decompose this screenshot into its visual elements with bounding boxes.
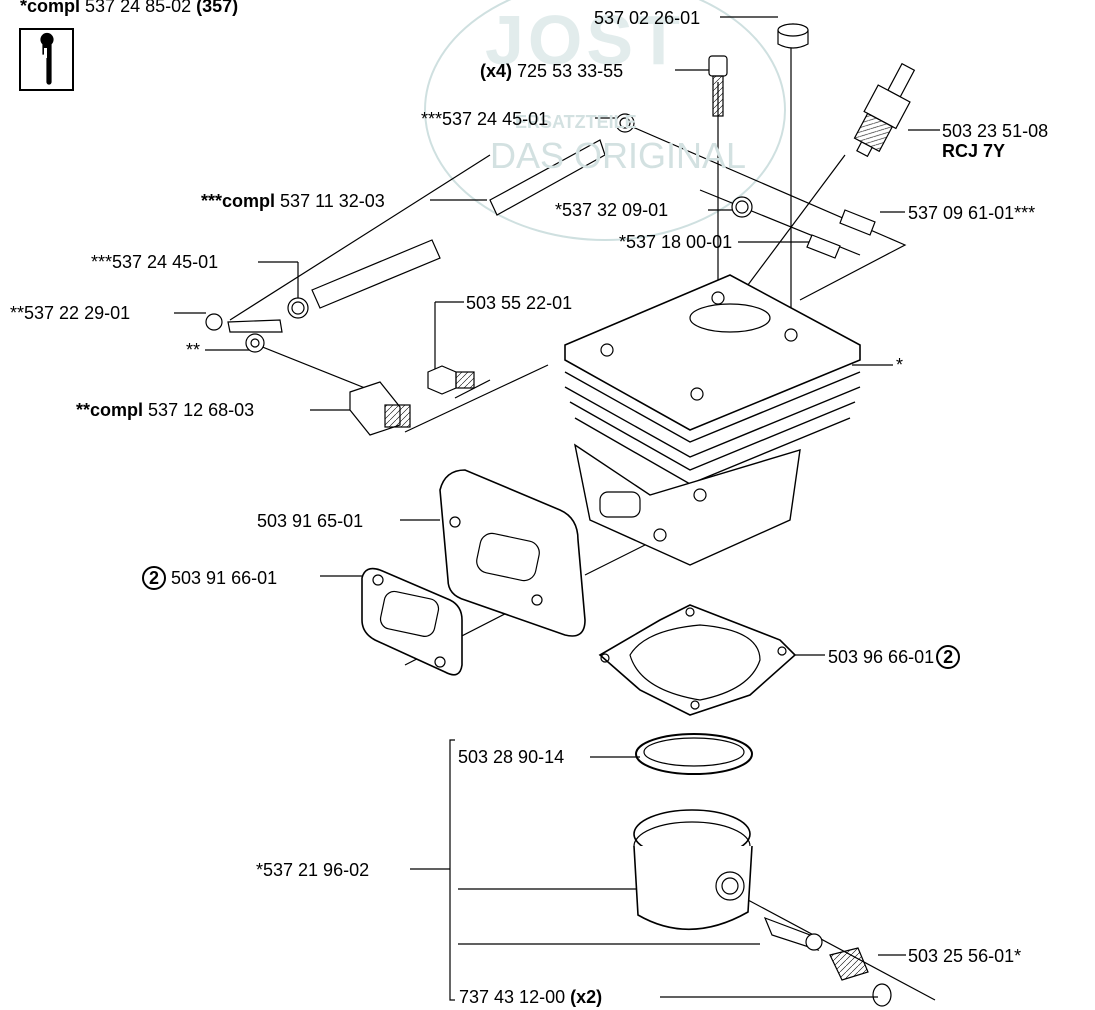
part-spark-plug: 503 23 51-08 — [942, 121, 1049, 141]
part-ring: 503 28 90-14 — [458, 747, 565, 767]
part-screw: (x4) 725 53 33-55 — [480, 61, 624, 81]
part-sleeve-left: *537 18 00-01 — [619, 232, 733, 252]
part-clip: *537 32 09-01 — [555, 200, 669, 220]
tool-icon-frame — [19, 28, 74, 91]
part-piston: *537 21 96-02 — [256, 860, 370, 880]
part-shield: 503 91 65-01 — [257, 511, 364, 531]
part-clamp-mid: ***537 24 45-01 — [91, 252, 219, 272]
watermark-brand: JOST — [485, 1, 684, 79]
part-bearing: 503 25 56-01* — [908, 946, 1022, 966]
part-clamp-top: ***537 24 45-01 — [421, 109, 549, 129]
part-sleeve-right: 537 09 61-01*** — [908, 203, 1036, 223]
part-valve: **537 22 29-01 — [10, 303, 131, 323]
part-spark-plug-type: RCJ 7Y — [942, 141, 1006, 161]
part-double-star: ** — [186, 340, 201, 360]
watermark-line2: DAS ORIGINAL — [490, 135, 747, 176]
part-decomp: **compl 537 12 68-03 — [76, 400, 255, 420]
watermark-line1: ERSATZTEILE — [515, 112, 637, 132]
part-circlip: 737 43 12-00 (x2) — [459, 987, 603, 1007]
part-muffler-gasket: 2 503 91 66-01 — [142, 566, 277, 590]
kit-label: *compl 537 24 85-02 (357) — [20, 0, 239, 16]
part-cap: 537 02 26-01 — [594, 8, 701, 28]
part-nipple: 503 55 22-01 — [466, 293, 573, 313]
part-cylinder-star: * — [896, 355, 904, 375]
part-hose-compl: ***compl 537 11 32-03 — [201, 191, 385, 211]
wrench-icon — [40, 33, 54, 85]
watermark-ring — [424, 0, 786, 241]
